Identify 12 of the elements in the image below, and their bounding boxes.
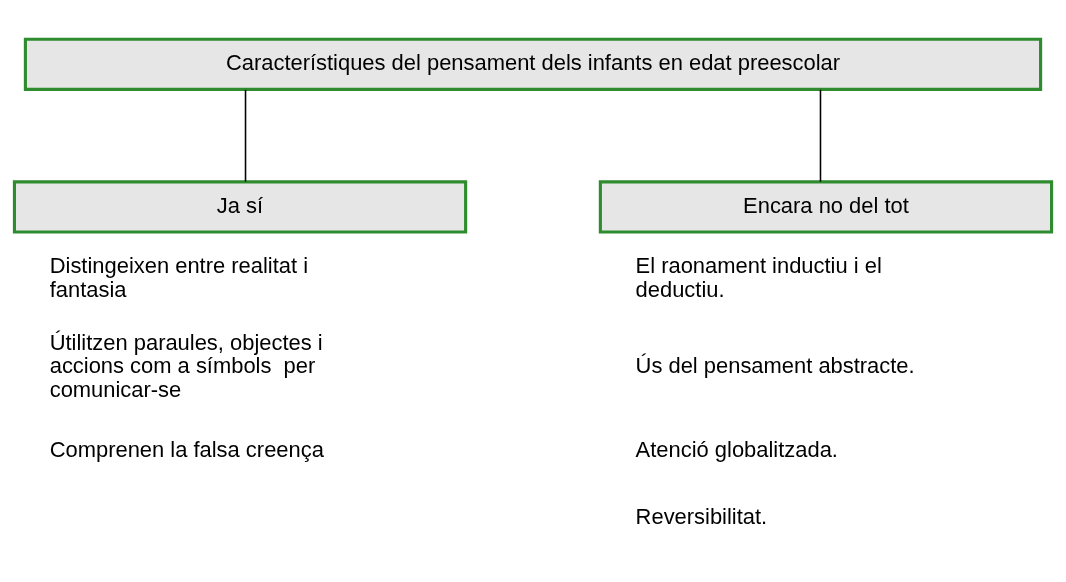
label: El raonament inductiu i el deductiu.	[635, 252, 882, 302]
label: Distingeixen entre realitat i fantasia	[49, 252, 309, 302]
connector	[819, 88, 822, 182]
label: Atenció globalitzada.	[635, 436, 838, 462]
label: Útilitzen paraules, objectes i accions com a símbols per comunicar-se	[49, 329, 323, 402]
label: Ús del pensament abstracte.	[635, 352, 915, 378]
connector	[244, 88, 247, 182]
label: Reversibilitat.	[635, 503, 768, 529]
node-box: Encara no del tot	[598, 179, 1054, 234]
node-box: Ja sí	[12, 179, 468, 234]
label: Comprenen la falsa creença	[49, 436, 324, 462]
node-box: Característiques del pensament dels infants en edat preescolar	[23, 37, 1043, 91]
